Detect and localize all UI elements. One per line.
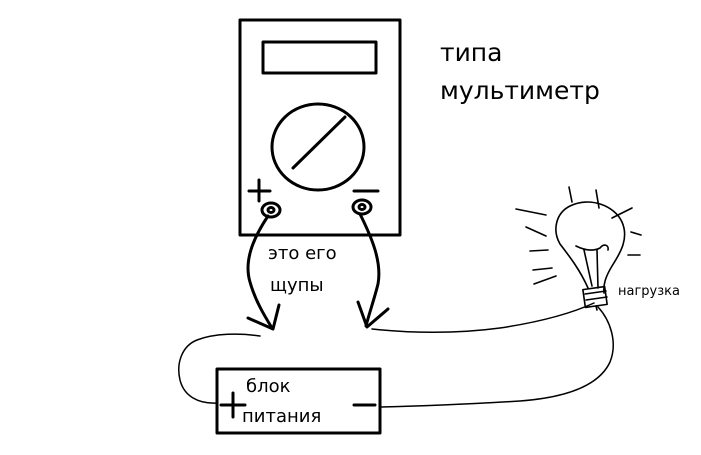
- bulb-base-thread-2: [585, 296, 608, 301]
- probes: [246, 212, 390, 331]
- multimeter-minus-jack-inner: [357, 203, 367, 211]
- bulb-ray: [611, 207, 633, 219]
- wires: [178, 302, 614, 408]
- power-supply-box: [215, 367, 382, 435]
- title-line-1: типа: [440, 38, 503, 67]
- bulb-ray: [630, 231, 642, 236]
- multimeter-plus-jack: [260, 201, 282, 219]
- title-line-2: мультиметр: [440, 76, 600, 105]
- bulb-ray: [568, 186, 573, 203]
- multimeter-dial: [270, 102, 366, 192]
- bulb-glass: [555, 201, 626, 294]
- bulb-ray: [532, 267, 553, 271]
- bulb-base-thread-1: [584, 290, 607, 295]
- bulb-contact: [595, 305, 598, 311]
- bulb-ray: [515, 208, 547, 216]
- power-supply-label-line-1: блок: [246, 376, 291, 397]
- multimeter-display: [261, 40, 378, 75]
- wire-probe-to-bulb: [371, 302, 595, 333]
- bulb-ray: [533, 275, 557, 285]
- bulb-ray: [595, 189, 600, 209]
- load-label: нагрузка: [618, 284, 680, 299]
- multimeter-body: [238, 18, 402, 237]
- multimeter-plus-jack-inner: [266, 206, 276, 214]
- power-supply: [215, 367, 382, 435]
- probe-plus-arrowhead: [246, 303, 281, 331]
- multimeter: [238, 18, 402, 237]
- probe-minus-arrowhead: [356, 300, 390, 329]
- probe-plus-wire: [246, 214, 274, 330]
- probe-minus-wire: [358, 212, 381, 328]
- multimeter-minus-jack: [351, 198, 373, 216]
- bulb-filament: [575, 244, 609, 289]
- bulb-ray: [525, 226, 547, 237]
- bulb: [555, 201, 626, 311]
- multimeter-dial-pointer: [291, 115, 347, 170]
- wire-bulb-to-psu-minus: [379, 306, 614, 408]
- probes-label-line-2: щупы: [270, 275, 324, 296]
- bulb-rays: [515, 186, 642, 285]
- wire-probe-to-psu-plus: [178, 333, 261, 404]
- power-supply-label-line-2: питания: [242, 406, 322, 427]
- probes-label-line-1: это его: [268, 243, 337, 264]
- bulb-ray: [529, 249, 549, 252]
